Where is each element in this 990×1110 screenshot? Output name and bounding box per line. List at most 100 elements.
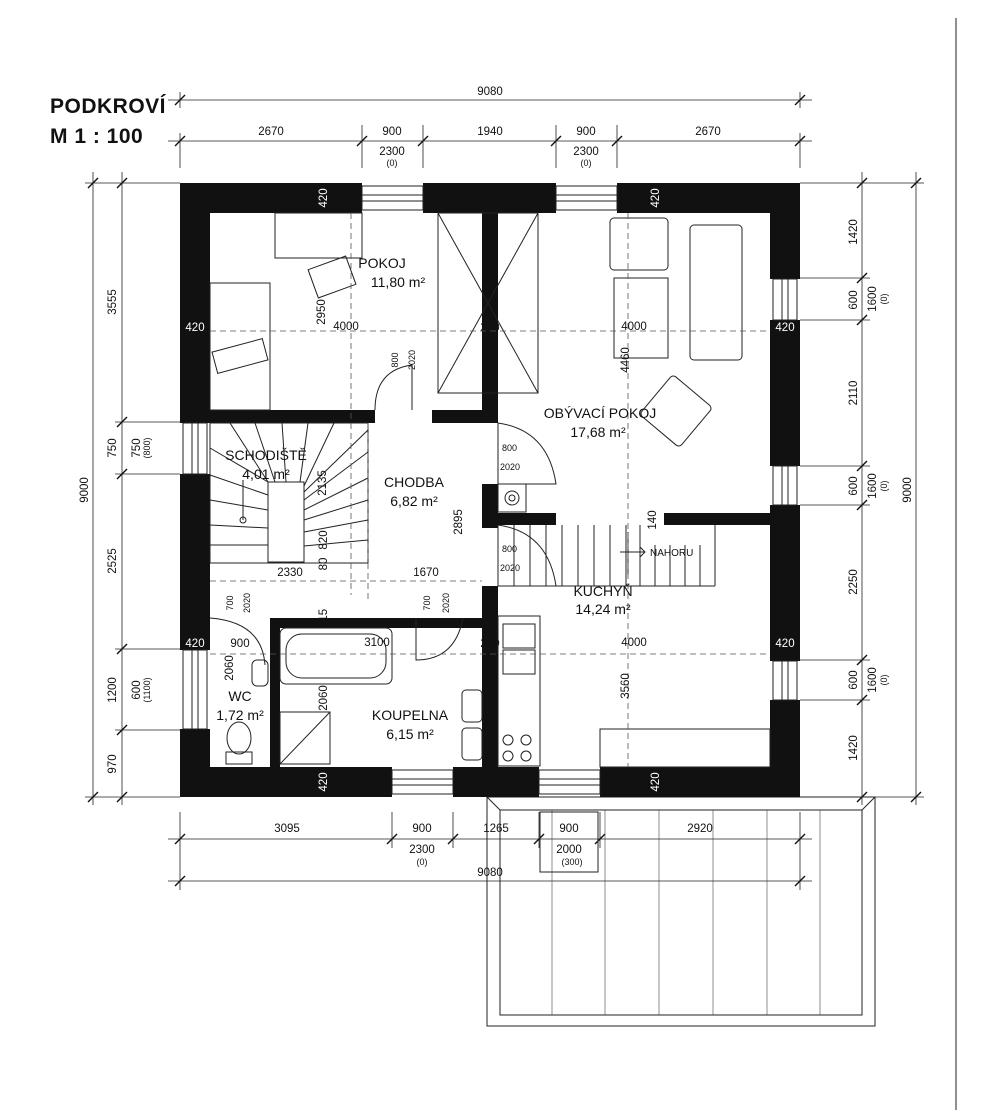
dim-top-win-1-sub: (0)	[387, 158, 398, 168]
svg-text:900: 900	[230, 638, 249, 650]
svg-text:2020: 2020	[407, 350, 417, 370]
svg-text:2060: 2060	[318, 685, 330, 711]
dim-right-sub-3b: (0)	[879, 674, 889, 685]
svg-text:420: 420	[775, 322, 794, 334]
svg-text:420: 420	[318, 188, 330, 207]
svg-text:420: 420	[185, 638, 204, 650]
dim-left-5: 970	[107, 754, 119, 773]
svg-text:420: 420	[650, 772, 662, 791]
svg-text:2330: 2330	[277, 567, 303, 579]
svg-text:2020: 2020	[500, 563, 520, 573]
dim-right-sub-1b: (0)	[879, 293, 889, 304]
dim-top-win-2-sub: (0)	[581, 158, 592, 168]
room-wc-name: WC	[228, 688, 251, 704]
dim-left-1: 3555	[107, 289, 119, 315]
svg-text:4000: 4000	[621, 637, 647, 649]
room-koupelna-name: KOUPELNA	[372, 707, 449, 723]
room-kuchyn-area: 14,24 m²	[575, 601, 631, 617]
top-dimensions: 9080 2670 900 1940 900 2670 2300 (0) 230…	[168, 86, 812, 168]
svg-text:800: 800	[502, 544, 517, 554]
svg-text:240: 240	[480, 322, 499, 334]
svg-text:4000: 4000	[621, 321, 647, 333]
svg-text:80: 80	[318, 558, 330, 571]
dim-left-3: 2525	[107, 548, 119, 574]
dim-left-sub-2b: (1100)	[142, 677, 152, 702]
svg-text:240: 240	[480, 638, 499, 650]
dim-top-3: 1940	[477, 126, 503, 138]
svg-text:2020: 2020	[441, 593, 451, 613]
dim-bottom-2: 900	[412, 823, 431, 835]
svg-text:4000: 4000	[333, 321, 359, 333]
dim-right-7: 1420	[848, 735, 860, 761]
furniture	[209, 212, 771, 768]
stair-up-label: NAHORU	[650, 548, 693, 559]
dim-right-6: 600	[848, 670, 860, 689]
room-schodiste-name: SCHODIŠTĚ	[225, 447, 307, 463]
outer-walls	[180, 183, 800, 797]
dim-right-sub-1: 1600	[867, 286, 879, 312]
dim-top-2: 900	[382, 126, 401, 138]
svg-text:2950: 2950	[316, 299, 328, 325]
dim-right-sub-3: 1600	[867, 667, 879, 693]
dim-top-win-1: 2300	[379, 146, 405, 158]
dim-right-total: 9000	[902, 477, 914, 503]
svg-text:140: 140	[647, 510, 659, 529]
right-dimensions: 1420 600 2110 600 2250 600 1420 1600 (0)…	[800, 172, 924, 805]
svg-text:800: 800	[390, 352, 400, 367]
plan-scale: M 1 : 100	[50, 125, 144, 148]
svg-text:115: 115	[318, 609, 330, 627]
room-wc-area: 1,72 m²	[216, 707, 264, 723]
room-kuchyn-name: KUCHYŇ	[573, 583, 632, 599]
svg-text:420: 420	[185, 322, 204, 334]
dim-bottom-total: 9080	[477, 867, 503, 879]
dim-bottom-1: 3095	[274, 823, 300, 835]
dim-left-sub-1b: (800)	[142, 437, 152, 458]
dim-right-4: 600	[848, 476, 860, 495]
dim-right-sub-2b: (0)	[879, 480, 889, 491]
dim-top-total: 9080	[477, 86, 503, 98]
staircase	[209, 422, 369, 564]
room-schodiste-area: 4,01 m²	[242, 466, 290, 482]
dim-left-4: 1200	[107, 677, 119, 703]
room-labels: POKOJ 11,80 m² OBÝVACÍ POKOJ 17,68 m² SC…	[216, 255, 656, 742]
dim-right-1: 1420	[848, 219, 860, 245]
room-obyvaci-name: OBÝVACÍ POKOJ	[544, 405, 657, 421]
svg-text:1670: 1670	[413, 567, 439, 579]
dim-bottom-4: 900	[559, 823, 578, 835]
svg-text:2020: 2020	[500, 462, 520, 472]
room-pokoj-name: POKOJ	[358, 255, 405, 271]
dim-top-win-2: 2300	[573, 146, 599, 158]
svg-text:2895: 2895	[453, 509, 465, 535]
dim-left-sub-1: 750	[131, 438, 143, 457]
svg-text:420: 420	[318, 772, 330, 791]
terrace	[486, 796, 876, 1027]
svg-text:2135: 2135	[317, 470, 329, 496]
inner-dimensions: 4000 4000 4000 2950 800 2020 4460 800 20…	[224, 299, 659, 711]
dim-bottom-win-1-sub: (0)	[417, 857, 428, 867]
svg-text:820: 820	[318, 530, 330, 549]
bottom-dimensions: 3095 900 1265 900 2920 2300 (0) 2000 (30…	[168, 812, 812, 890]
left-dimensions: 9000 3555 750 2525 1200 970 750 (800) 60…	[79, 172, 180, 805]
dim-top-5: 2670	[695, 126, 721, 138]
doors	[209, 364, 557, 666]
dim-bottom-win-2-sub: (300)	[561, 857, 582, 867]
room-obyvaci-area: 17,68 m²	[570, 424, 626, 440]
svg-text:420: 420	[650, 188, 662, 207]
dim-left-sub-2: 600	[131, 680, 143, 699]
room-pokoj-area: 11,80 m²	[371, 274, 426, 290]
svg-text:800: 800	[502, 443, 517, 453]
svg-text:2020: 2020	[242, 593, 252, 613]
dim-left-total: 9000	[79, 477, 91, 503]
dim-bottom-win-1: 2300	[409, 844, 435, 856]
dim-right-3: 2110	[848, 381, 860, 406]
dim-right-5: 2250	[848, 569, 860, 595]
room-chodba-area: 6,82 m²	[390, 493, 438, 509]
dim-right-sub-2: 1600	[867, 473, 879, 499]
wall-labels: 420 420 420 420 420 420 420 420 240 240	[185, 188, 794, 791]
svg-text:700: 700	[422, 595, 432, 610]
svg-text:4460: 4460	[620, 347, 632, 373]
windows	[182, 185, 798, 795]
dim-top-4: 900	[576, 126, 595, 138]
svg-text:3560: 3560	[620, 673, 632, 699]
